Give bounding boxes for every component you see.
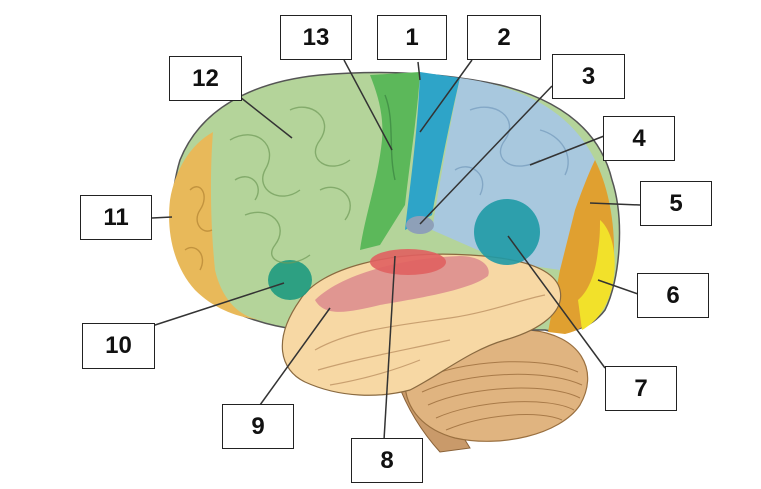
label-box-12: 12 xyxy=(169,56,242,101)
wernicke-area xyxy=(474,199,540,265)
leader-line-9 xyxy=(259,307,331,406)
leader-line-7 xyxy=(507,235,606,369)
motor-cortex xyxy=(360,72,420,250)
label-box-9: 9 xyxy=(222,404,294,449)
leader-line-13 xyxy=(343,59,393,151)
label-box-5: 5 xyxy=(640,181,712,226)
label-box-13: 13 xyxy=(280,15,352,60)
leader-line-5 xyxy=(589,202,641,206)
label-box-1: 1 xyxy=(377,15,447,60)
prefrontal-region xyxy=(169,132,262,320)
leader-line-4 xyxy=(529,135,605,166)
leader-line-12 xyxy=(239,96,293,139)
parietal-lobe xyxy=(432,78,595,270)
label-box-10: 10 xyxy=(82,323,155,369)
frontal-lobe xyxy=(210,75,380,320)
visual-cortex xyxy=(578,220,615,330)
gustatory-cortex xyxy=(406,216,434,234)
leader-line-10 xyxy=(151,282,285,327)
label-box-2: 2 xyxy=(467,15,541,60)
label-box-11: 11 xyxy=(80,195,152,240)
leader-line-8 xyxy=(383,255,396,441)
label-box-4: 4 xyxy=(603,116,675,161)
leader-line-1 xyxy=(417,61,421,81)
leader-line-6 xyxy=(597,279,639,295)
label-box-3: 3 xyxy=(552,54,625,99)
leader-line-2 xyxy=(419,59,473,133)
auditory-association-area xyxy=(315,256,489,312)
leader-line-11 xyxy=(151,216,173,219)
label-box-6: 6 xyxy=(637,273,709,318)
label-box-7: 7 xyxy=(605,366,677,411)
label-box-8: 8 xyxy=(351,438,423,483)
leader-line-3 xyxy=(419,85,553,225)
somatosensory-cortex xyxy=(405,72,460,230)
primary-auditory-cortex xyxy=(370,249,446,275)
broca-area xyxy=(268,260,312,300)
